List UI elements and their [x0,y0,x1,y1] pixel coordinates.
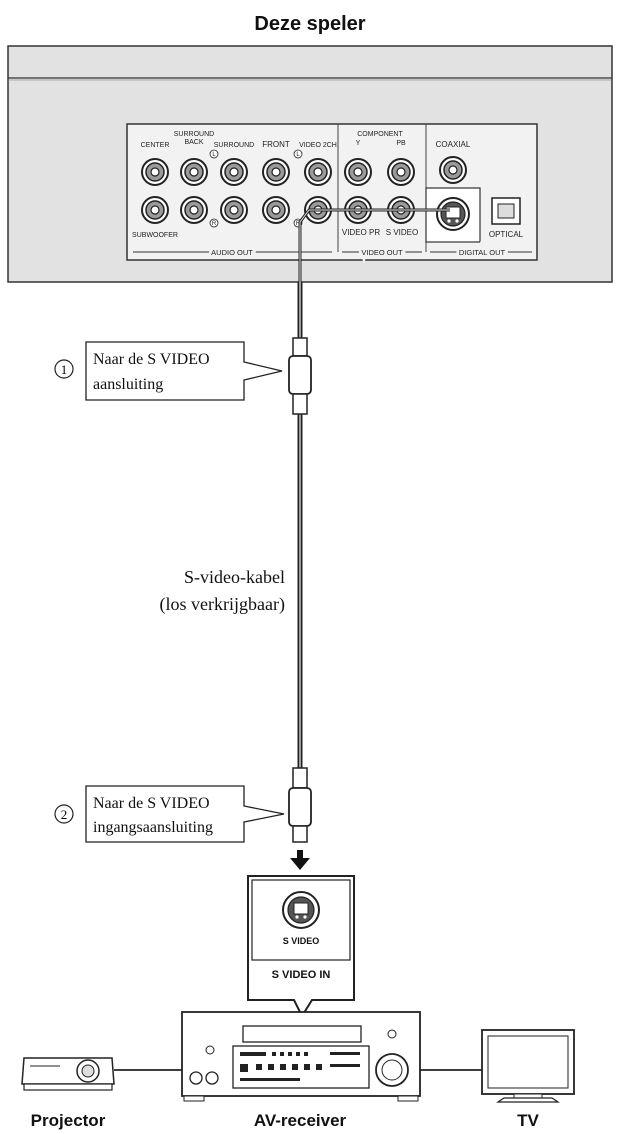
label-audio-out: AUDIO OUT [211,248,253,257]
label-pb: PB [396,140,406,147]
label-surround-back-2: BACK [184,139,203,146]
jack-subwoofer [141,196,169,224]
label-digital-out: DIGITAL OUT [459,248,506,257]
optical-port [491,197,521,225]
callout-2-line1: Naar de S VIDEO [93,795,210,812]
callout-2-line2: ingangsaansluiting [93,819,213,836]
lower-plug [288,767,312,843]
label-front: FRONT [262,140,290,149]
label-r-front: R [296,221,301,227]
jack-center [141,158,169,186]
label-center: CENTER [141,142,170,149]
player-s-video-jack [436,197,470,231]
receiver-label: AV-receiver [254,1111,347,1130]
arrow-down-icon [290,850,310,870]
tv-label: TV [517,1111,539,1130]
jack-video-2ch-l [304,158,332,186]
projector-label: Projector [31,1111,106,1130]
receiver-jack-caption: S VIDEO IN [272,969,331,981]
callout-1-number: 1 [61,362,68,377]
callout-2: 2 Naar de S VIDEO ingangsaansluiting [54,785,285,843]
receiver-s-video-panel: S VIDEO S VIDEO IN [247,875,355,1019]
player-title: Deze speler [254,13,365,35]
label-surround-back-1: SURROUND [174,131,214,138]
jack-surround-back-l [180,158,208,186]
label-surround: SURROUND [214,142,254,149]
label-optical: OPTICAL [489,230,524,239]
jack-front-r [262,196,290,224]
label-component: COMPONENT [357,131,403,138]
jack-surround-back-r [180,196,208,224]
label-l-front: L [296,152,300,158]
tv-icon [481,1029,575,1103]
label-video-pr: VIDEO PR [342,228,380,237]
upper-plug [288,337,312,415]
jack-surround-l [220,158,248,186]
jack-front-l [262,158,290,186]
av-receiver-icon [181,1011,421,1102]
jack-coaxial [439,156,467,184]
label-video-out: VIDEO OUT [361,248,403,257]
jack-component-pb [387,158,415,186]
callout-1: 1 Naar de S VIDEO aansluiting [54,341,283,401]
cable-label-line2: (los verkrijgbaar) [160,594,285,615]
label-s-video-panel: S VIDEO [386,228,418,237]
projector-icon [21,1057,115,1091]
jack-surround-r [220,196,248,224]
receiver-jack-label: S VIDEO [283,936,320,946]
label-subwoofer: SUBWOOFER [132,232,178,239]
label-video-2ch: VIDEO 2CH [299,142,337,149]
jack-component-y [344,158,372,186]
callout-1-line2: aansluiting [93,376,163,393]
label-r-surround-back: R [212,221,217,227]
callout-2-number: 2 [61,807,68,822]
label-y: Y [356,140,361,147]
callout-1-line1: Naar de S VIDEO [93,351,210,368]
label-l-surround-back: L [212,152,216,158]
cable-label-line1: S-video-kabel [184,567,285,587]
label-coaxial: COAXIAL [436,140,471,149]
